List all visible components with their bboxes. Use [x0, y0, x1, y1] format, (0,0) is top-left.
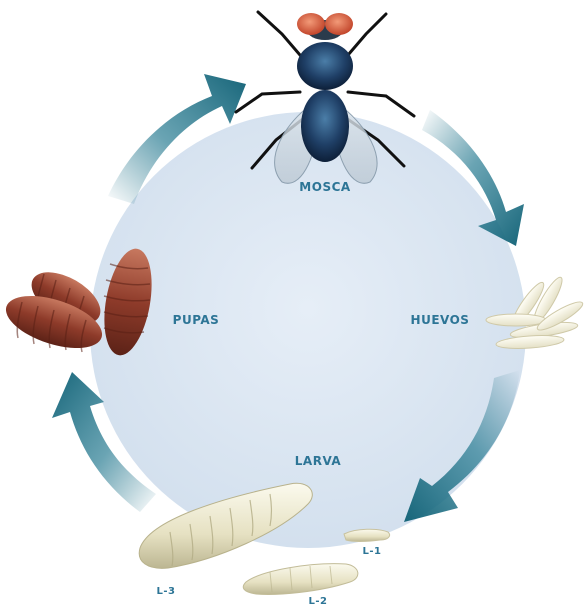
- fly-thorax: [297, 42, 353, 90]
- label-pupae: PUPAS: [173, 313, 220, 327]
- label-instar-1: L-1: [363, 546, 382, 557]
- label-instar-2: L-2: [309, 596, 328, 607]
- pupae-illustration: [0, 245, 159, 359]
- fly-abdomen: [301, 90, 349, 162]
- fly-eye-left: [297, 13, 325, 35]
- label-instar-3: L-3: [157, 586, 176, 597]
- label-eggs: HUEVOS: [411, 313, 470, 327]
- larva-l1: [344, 529, 390, 541]
- fly-eye-right: [325, 13, 353, 35]
- label-larva: LARVA: [295, 454, 342, 468]
- label-adult: MOSCA: [299, 180, 351, 194]
- cycle-background-disc: [90, 112, 526, 548]
- larva-l2: [243, 564, 358, 595]
